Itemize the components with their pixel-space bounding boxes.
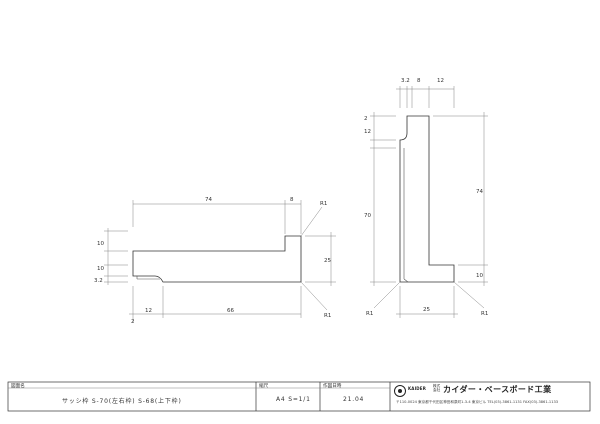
dim-right-25: 25 xyxy=(324,258,331,264)
drawing-name: サッシ枠 S-70(左右枠) S-68(上下枠) xyxy=(62,398,182,405)
vertical-dimensions: 3.2 8 12 2 12 70 74 10 R1 R1 25 xyxy=(364,78,488,318)
company-block: KAIDER 株式会社 カイダー・ベースボード工業 〒110-0024 東京都千… xyxy=(392,382,588,410)
corp-label: 株式会社 xyxy=(433,384,441,392)
scale-value: A4 S=1/1 xyxy=(276,396,311,403)
vertical-profile-outline xyxy=(399,115,455,283)
vertical-profile xyxy=(399,115,455,283)
dim-bottom-12: 12 xyxy=(145,308,152,314)
horizontal-profile xyxy=(132,235,302,283)
dim-r1-bottom: R1 xyxy=(324,313,331,319)
dim-r1-top: R1 xyxy=(320,201,327,207)
company-address: 〒110-0024 東京都千代田区神田和泉町1-3-4 東京ビル TEL(03)… xyxy=(396,400,559,404)
company-name: カイダー・ベースボード工業 xyxy=(443,385,552,394)
dim-left-10b: 10 xyxy=(97,266,104,272)
dim-left-70: 70 xyxy=(364,213,371,219)
date-label: 作図日時 xyxy=(323,384,342,389)
dim-right-74: 74 xyxy=(476,189,483,195)
dim-r1-right: R1 xyxy=(481,311,488,317)
dim-left-3-2: 3.2 xyxy=(94,278,103,284)
dim-right-10: 10 xyxy=(476,273,483,279)
horizontal-profile-outline xyxy=(132,235,302,283)
dim-top-8: 8 xyxy=(417,78,421,84)
logo-text: KAIDER xyxy=(408,386,427,391)
dim-bottom-2: 2 xyxy=(131,319,135,325)
title-block-frame xyxy=(7,381,591,412)
company-logo-icon xyxy=(394,385,406,397)
dim-top-74: 74 xyxy=(205,197,212,203)
horizontal-dimensions: 74 8 R1 10 10 3.2 25 R1 12 66 2 xyxy=(94,197,336,325)
dim-left-12: 12 xyxy=(364,129,371,135)
dim-top-8: 8 xyxy=(290,197,294,203)
dim-top-12: 12 xyxy=(437,78,444,84)
dim-top-3-2: 3.2 xyxy=(401,78,410,84)
dim-bottom-25: 25 xyxy=(423,307,430,313)
dim-bottom-66: 66 xyxy=(227,308,234,314)
dim-left-2: 2 xyxy=(364,116,368,122)
scale-label: 縮尺 xyxy=(259,384,269,389)
drawing-name-label: 図面名 xyxy=(11,384,25,389)
date-value: 21.04 xyxy=(343,396,365,403)
dim-left-10a: 10 xyxy=(97,241,104,247)
dim-r1-left: R1 xyxy=(366,311,373,317)
